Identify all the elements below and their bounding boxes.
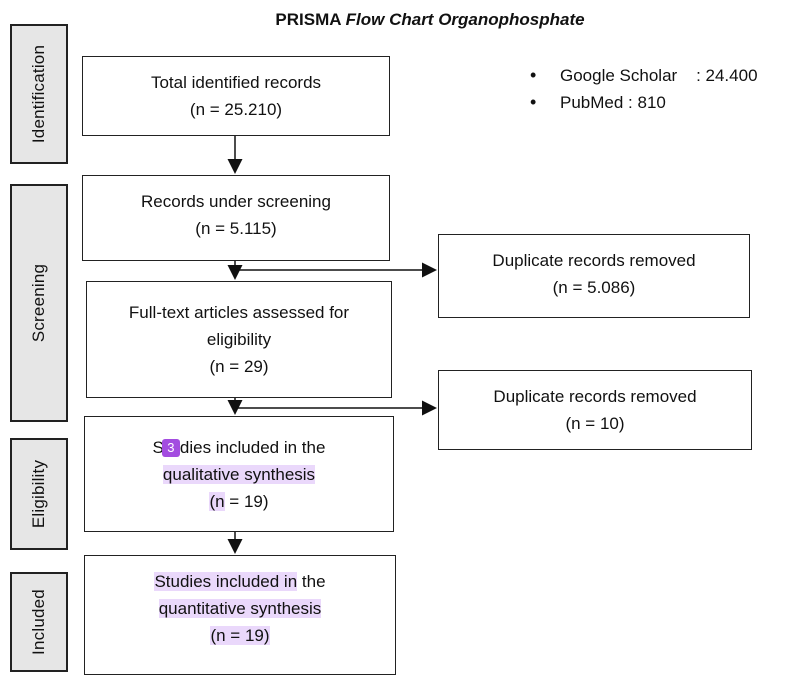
annotation-badge[interactable]: 3 xyxy=(161,439,180,458)
bullet-icon: • xyxy=(530,65,537,85)
box-line: Full-text articles assessed for xyxy=(128,303,350,322)
list-item: • Google Scholar : 24.400 xyxy=(530,62,758,89)
source-label: PubMed : 810 xyxy=(560,93,666,112)
text-fragment: = 19) xyxy=(224,491,269,511)
box-count: (n = 29) xyxy=(209,357,269,376)
box-total-identified: Total identified records (n = 25.210) xyxy=(82,56,390,136)
box-duplicates-removed-2: Duplicate records removed (n = 10) xyxy=(438,370,752,450)
box-line: Duplicate records removed xyxy=(493,387,697,406)
box-count: (n = 5.086) xyxy=(552,278,636,297)
source-list: • Google Scholar : 24.400 • PubMed : 810 xyxy=(530,62,758,116)
box-count: (n = 19) xyxy=(210,622,270,649)
box-line: quantitative synthesis xyxy=(158,595,322,622)
chart-title: PRISMA Flow Chart Organophosphate xyxy=(230,10,630,30)
box-line: Records under screening xyxy=(141,192,331,211)
box-line: Duplicate records removed xyxy=(492,251,696,270)
box-count: (n = 19) xyxy=(209,488,269,515)
text-fragment: the xyxy=(297,572,326,591)
highlighted-text[interactable]: qualitative synthesis xyxy=(162,464,316,484)
list-item: • PubMed : 810 xyxy=(530,89,758,116)
highlighted-text[interactable]: quantitative synthesis xyxy=(158,599,322,618)
box-quantitative-synthesis: Studies included in the quantitative syn… xyxy=(84,555,396,675)
box-fulltext-assessed: Full-text articles assessed for eligibil… xyxy=(86,281,392,398)
box-count: (n = 10) xyxy=(565,414,625,433)
box-line: eligibility xyxy=(206,330,272,349)
box-line: qualitative synthesis xyxy=(162,461,316,488)
highlighted-text[interactable]: Studies included in xyxy=(154,572,298,591)
title-prefix: PRISMA xyxy=(275,10,341,29)
box-line: Studies included in the xyxy=(154,568,326,595)
highlighted-text[interactable]: (n xyxy=(209,491,225,511)
stage-eligibility: Eligibility xyxy=(10,438,68,550)
text-fragment: S xyxy=(152,437,164,457)
box-count: (n = 25.210) xyxy=(189,100,283,119)
stage-identification: Identification xyxy=(10,24,68,164)
box-line: Total identified records xyxy=(150,73,322,92)
bullet-icon: • xyxy=(530,92,537,112)
highlighted-text[interactable]: (n = 19) xyxy=(210,626,270,645)
stage-screening: Screening xyxy=(10,184,68,422)
source-label: Google Scholar : 24.400 xyxy=(560,66,758,85)
box-count: (n = 5.115) xyxy=(195,219,277,238)
title-italic: Flow Chart Organophosphate xyxy=(345,10,585,29)
box-duplicates-removed-1: Duplicate records removed (n = 5.086) xyxy=(438,234,750,318)
text-fragment: dies included in the xyxy=(179,437,326,457)
box-records-screening: Records under screening (n = 5.115) xyxy=(82,175,390,261)
